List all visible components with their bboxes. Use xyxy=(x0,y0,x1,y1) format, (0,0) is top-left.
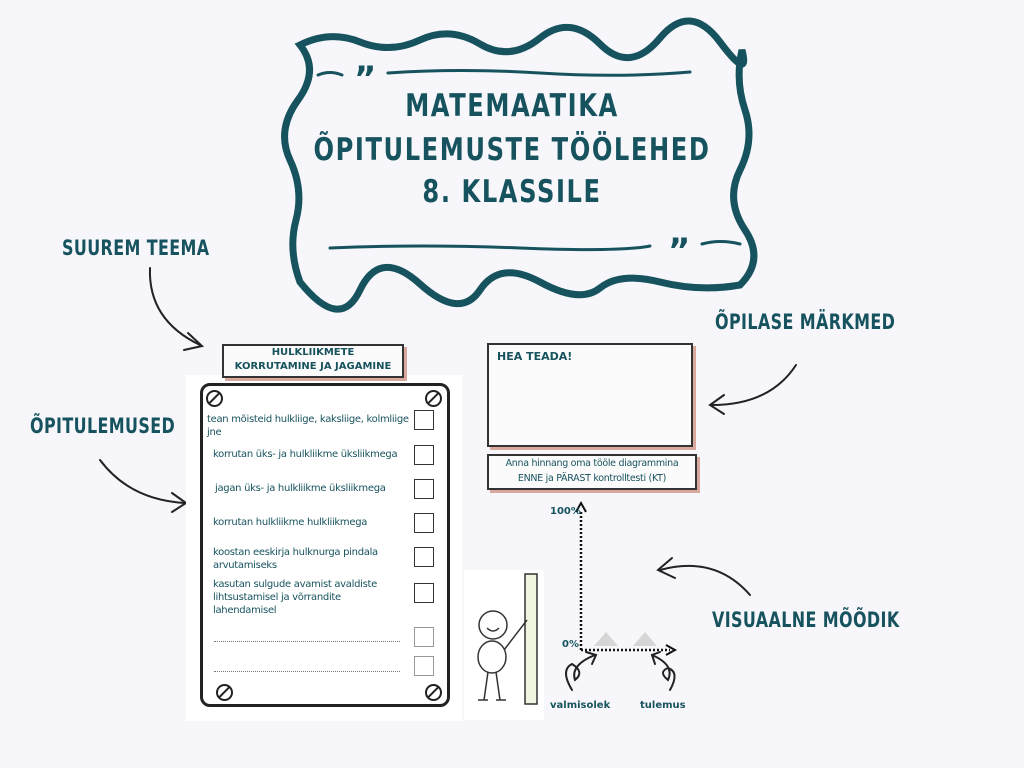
screw-icon xyxy=(425,390,442,407)
quote-close-icon: ” xyxy=(668,231,690,271)
arrow-outcomes-icon xyxy=(99,459,186,504)
outcome-checkbox[interactable] xyxy=(414,627,434,647)
quote-open-icon: ” xyxy=(354,59,376,99)
blank-line xyxy=(214,641,400,642)
notes-box: HEA TEADA! xyxy=(487,343,693,447)
readiness-label: valmisolek xyxy=(550,700,611,711)
wavy-title-frame xyxy=(281,17,758,313)
meter-chart xyxy=(575,500,678,656)
worksheet-frame xyxy=(200,383,450,707)
y-axis-arrow-icon xyxy=(575,500,587,513)
y-min-label: 0% xyxy=(562,639,579,650)
quote-lines xyxy=(316,69,742,252)
arrow-big-topic-icon xyxy=(148,267,201,346)
instruction-box: Anna hinnang oma tööle diagrammina ENNE … xyxy=(487,454,697,490)
title-line-2: ÕPITULEMUSTE TÖÖLEHED xyxy=(313,132,711,168)
arrow-readiness-icon xyxy=(565,654,596,691)
outcome-item: korrutan hulkliikme hulkliikmega xyxy=(213,517,368,528)
result-marker xyxy=(633,632,657,646)
label-learning-outcomes: ÕPITULEMUSED xyxy=(30,414,176,438)
outcome-checkbox[interactable] xyxy=(414,547,434,567)
outcome-item: koostan eeskirja hulknurga pindala arvut… xyxy=(213,547,378,571)
screw-icon xyxy=(425,684,442,701)
label-visual-meter: VISUAALNE MÕÕDIK xyxy=(712,608,900,632)
y-max-label: 100% xyxy=(550,506,581,517)
instruction-line-2: ENNE ja PÄRAST kontrolltesti (KT) xyxy=(517,473,667,484)
notes-heading: HEA TEADA! xyxy=(497,350,573,363)
outcome-item: kasutan sulgude avamist avaldiste lihtsu… xyxy=(213,579,378,616)
outcome-checkbox[interactable] xyxy=(414,445,434,465)
label-student-notes: ÕPILASE MÄRKMED xyxy=(715,310,896,334)
screw-icon xyxy=(216,684,233,701)
arrow-meter-icon xyxy=(659,564,751,596)
ruler-figure-illustration xyxy=(464,570,544,720)
arrow-result-icon xyxy=(651,654,676,691)
outcome-checkbox[interactable] xyxy=(414,656,434,676)
worksheet-topic: HULKLIIKMETE KORRUTAMINE JA JAGAMINE xyxy=(222,344,404,378)
topic-line-2: KORRUTAMINE JA JAGAMINE xyxy=(234,361,392,372)
x-axis-arrow-icon xyxy=(665,644,678,656)
outcome-checkbox[interactable] xyxy=(414,583,434,603)
topic-line-1: HULKLIIKMETE xyxy=(271,347,355,358)
screw-icon xyxy=(206,390,223,407)
readiness-marker xyxy=(594,632,618,646)
label-big-topic: SUUREM TEEMA xyxy=(62,236,210,260)
instruction-line-1: Anna hinnang oma tööle diagrammina xyxy=(505,458,679,469)
outcome-checkbox[interactable] xyxy=(414,513,434,533)
title-line-3: 8. KLASSILE xyxy=(422,174,602,210)
outcome-checkbox[interactable] xyxy=(414,410,434,430)
outcome-item: korrutan üks- ja hulkliikme üksliikmega xyxy=(213,449,398,460)
title-line-1: MATEMAATIKA xyxy=(405,88,619,124)
outcome-checkbox[interactable] xyxy=(414,479,434,499)
outcome-item: jagan üks- ja hulkliikme üksliikmega xyxy=(215,483,386,494)
blank-line xyxy=(214,671,400,672)
result-label: tulemus xyxy=(640,700,686,711)
arrow-notes-icon xyxy=(711,364,797,406)
outcome-item: tean mõisteid hulkliige, kaksliige, kolm… xyxy=(207,414,409,438)
